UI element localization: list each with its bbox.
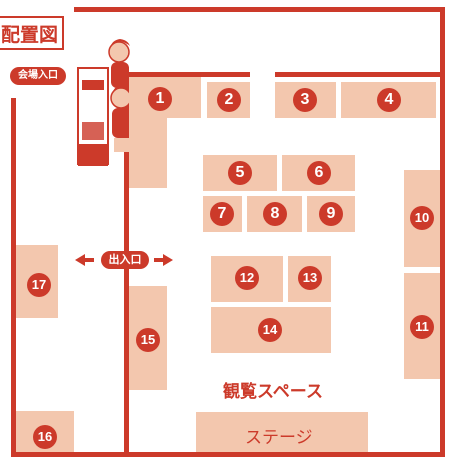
booth-number-5: 5: [228, 161, 252, 185]
door-left-arrow-icon: [75, 254, 85, 266]
reception-staff-illustration: [77, 39, 132, 166]
wall-inner-top-left: [124, 72, 250, 77]
booth-number-4: 4: [377, 88, 401, 112]
booth-number-17: 17: [27, 273, 51, 297]
booth-1-annex: [129, 118, 167, 188]
booth-number-8: 8: [263, 202, 287, 226]
map-title: 配置図: [0, 16, 64, 50]
booth-number-12: 12: [235, 266, 259, 290]
booth-number-7: 7: [210, 202, 234, 226]
door-right-arrow-icon: [163, 254, 173, 266]
booth-number-11: 11: [410, 315, 434, 339]
stage-label: ステージ: [245, 428, 313, 448]
wall-right: [440, 7, 445, 457]
wall-inner-top-right: [275, 72, 445, 77]
wall-left: [11, 98, 16, 457]
booth-number-10: 10: [410, 206, 434, 230]
booth-number-1: 1: [148, 87, 172, 111]
viewing-area-label: 観覧スペース: [223, 382, 323, 402]
wall-top: [74, 7, 445, 12]
door-left-arrow-shaft: [84, 258, 94, 262]
booth-number-3: 3: [293, 88, 317, 112]
booth-number-6: 6: [307, 161, 331, 185]
booth-number-9: 9: [319, 202, 343, 226]
door-label: 出入口: [101, 251, 149, 269]
booth-number-15: 15: [136, 328, 160, 352]
booth-number-16: 16: [33, 425, 57, 449]
booth-number-14: 14: [258, 318, 282, 342]
door-right-arrow-shaft: [154, 258, 164, 262]
booth-number-2: 2: [217, 88, 241, 112]
wall-bottom: [11, 452, 445, 457]
entrance-label: 会場入口: [10, 67, 66, 85]
stage: [196, 412, 368, 452]
booth-number-13: 13: [298, 266, 322, 290]
